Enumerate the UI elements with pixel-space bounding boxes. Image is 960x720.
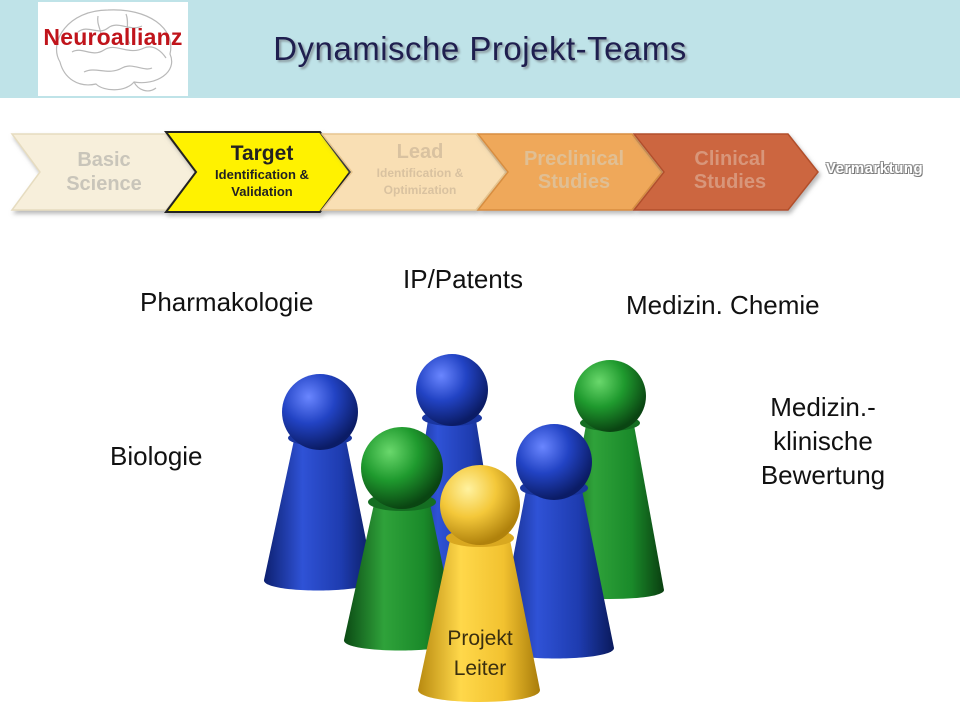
role-pharmakologie: Pharmakologie <box>140 287 314 317</box>
stage-preclinical: Preclinical Studies <box>476 133 663 211</box>
logo-text: Neuroallianz <box>43 24 183 50</box>
pipeline: Basic Science Target Identification & Va… <box>10 131 819 213</box>
role-klinisch-line1: Medizin.- <box>770 392 876 422</box>
stage-target-sub2: Validation <box>231 184 292 199</box>
stage-clinical-shape <box>632 133 819 211</box>
stage-basic: Basic Science <box>10 133 197 211</box>
role-klinische-bewertung: Medizin.- klinische Bewertung <box>740 390 906 492</box>
stage-target-title: Target <box>231 142 294 165</box>
pawn-yellow-leader <box>418 465 540 702</box>
stage-lead-title: Lead <box>397 141 444 163</box>
stage-vermarktung: Vermarktung <box>826 160 924 177</box>
pawn-green-front <box>343 427 458 651</box>
header-bar: Neuroallianz Dynamische Projekt-Teams <box>0 0 960 98</box>
page-title: Dynamische Projekt-Teams <box>273 30 687 67</box>
stage-lead-sub1: Identification & <box>377 166 464 180</box>
role-medizin-chemie: Medizin. Chemie <box>626 290 820 320</box>
pawn-blue-front <box>496 424 614 659</box>
role-klinisch-line3: Bewertung <box>760 460 886 490</box>
stage-preclinical-sub: Studies <box>538 171 610 193</box>
pawn-blue-left <box>263 374 374 591</box>
stage-basic-shape <box>10 133 197 211</box>
stage-clinical-sub: Studies <box>694 171 766 193</box>
role-ip-patents: IP/Patents <box>403 264 523 294</box>
stage-target: Target Identification & Validation <box>164 131 352 213</box>
stage-basic-sub: Science <box>66 173 142 195</box>
stage-target-shape <box>164 131 352 213</box>
brain-icon <box>55 9 173 92</box>
pawn-leader-label: Projekt Leiter <box>424 624 536 684</box>
stage-lead-shape <box>320 133 507 211</box>
pawn-leader-line2: Leiter <box>453 657 507 680</box>
pawn-leader-line1: Projekt <box>447 627 513 650</box>
stage-target-sub1: Identification & <box>215 167 309 182</box>
logo: Neuroallianz <box>38 2 188 96</box>
role-biologie: Biologie <box>110 441 203 471</box>
stage-clinical: Clinical Studies <box>632 133 819 211</box>
stage-clinical-title: Clinical <box>694 148 765 170</box>
stage-preclinical-shape <box>476 133 663 211</box>
stage-basic-title: Basic <box>77 149 130 171</box>
stage-lead: Lead Identification & Optimization <box>320 133 507 211</box>
role-klinisch-line2: klinische <box>773 426 873 456</box>
stage-preclinical-title: Preclinical <box>524 148 624 170</box>
stage-lead-sub2: Optimization <box>384 183 457 197</box>
